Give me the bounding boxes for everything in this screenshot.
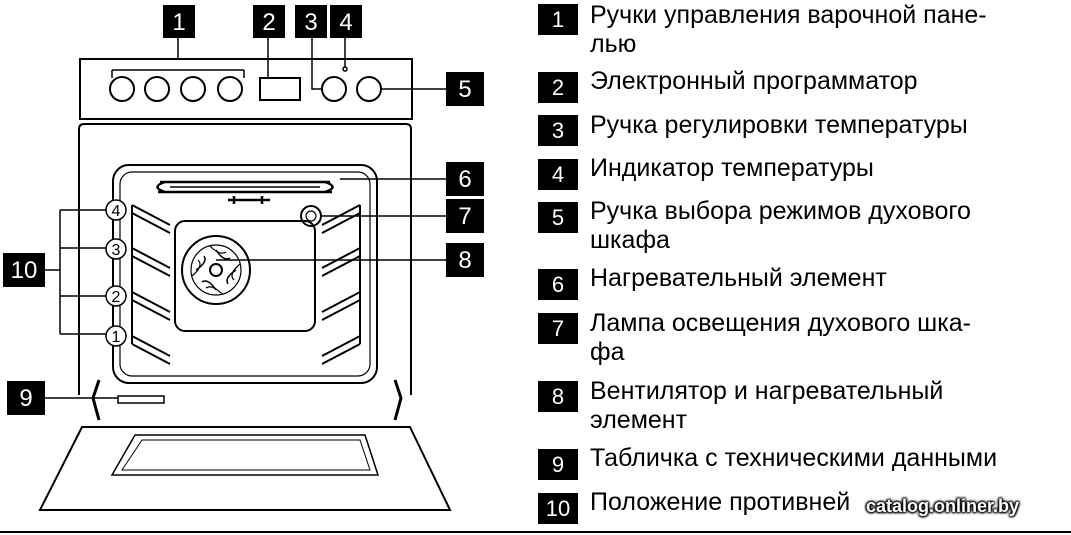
shelf-position-markers: 4 3 2 1	[105, 199, 127, 347]
legend-number: 5	[538, 202, 578, 233]
callout-2: 2	[253, 5, 285, 38]
mode-knob	[356, 76, 382, 102]
callout-1: 1	[163, 5, 195, 38]
bottom-rule	[0, 531, 1071, 533]
legend-number: 7	[538, 313, 578, 344]
legend-text: Ручка регулировки температуры	[590, 111, 968, 139]
callout-4: 4	[330, 5, 362, 38]
callout-5: 5	[446, 72, 484, 106]
shelf-position-1: 1	[105, 325, 127, 347]
hob-knob-1	[109, 76, 135, 102]
svg-text:2: 2	[262, 9, 275, 36]
legend-text: Нагревательный элемент	[590, 264, 887, 292]
legend-text: Табличка с техническими данными	[590, 444, 998, 472]
svg-text:1: 1	[172, 9, 185, 36]
legend: 1 Ручки управления варочной пане- лью 2 …	[538, 0, 1071, 524]
legend-number: 2	[538, 72, 578, 103]
right-shelf-rails	[321, 204, 361, 365]
programmer-display	[259, 77, 301, 101]
control-panel	[79, 58, 413, 120]
legend-text: Положение противней	[590, 488, 851, 516]
legend-number: 9	[538, 449, 578, 480]
legend-text: Ручки управления варочной пане- лью	[590, 1, 987, 58]
legend-text: Индикатор температуры	[590, 154, 874, 182]
svg-text:3: 3	[304, 9, 317, 36]
legend-text: Ручка выбора режимов духового шкафа	[590, 197, 971, 254]
shelf-position-3: 3	[105, 238, 127, 260]
shelf-position-4: 4	[105, 199, 127, 221]
fan-panel	[174, 220, 316, 332]
svg-text:10: 10	[11, 257, 38, 284]
legend-text: Вентилятор и нагревательный элемент	[590, 377, 944, 434]
fan	[181, 235, 251, 305]
svg-text:3: 3	[112, 242, 121, 259]
legend-number: 6	[538, 269, 578, 300]
legend-number: 10	[538, 493, 578, 524]
svg-text:7: 7	[458, 203, 471, 230]
legend-text: Электронный программатор	[590, 67, 918, 95]
legend-text: Лампа освещения духового шка- фа	[590, 309, 971, 366]
callout-10: 10	[3, 253, 45, 287]
callout-8: 8	[446, 243, 484, 277]
shelf-position-2: 2	[105, 285, 127, 307]
left-shelf-rails	[131, 204, 171, 365]
temperature-indicator	[342, 66, 348, 72]
hob-knob-3	[180, 76, 206, 102]
legend-number: 4	[538, 159, 578, 190]
svg-text:1: 1	[112, 329, 121, 346]
svg-text:4: 4	[339, 9, 352, 36]
oven-door	[38, 379, 452, 511]
svg-text:4: 4	[112, 203, 121, 220]
door-glass	[110, 434, 380, 476]
svg-text:8: 8	[458, 247, 471, 274]
oven-diagram: 4 3 2 1 1 2 3 4 5 6 7 8 9 10	[3, 5, 484, 511]
svg-text:2: 2	[112, 289, 121, 306]
svg-text:6: 6	[458, 166, 471, 193]
callout-6: 6	[446, 162, 484, 196]
watermark: catalog.onliner.by	[866, 496, 1020, 516]
temperature-knob	[321, 76, 347, 102]
top-heating-element	[156, 180, 334, 204]
callout-9: 9	[7, 381, 45, 415]
oven-cavity	[112, 164, 378, 384]
callout-3: 3	[295, 5, 327, 38]
svg-text:5: 5	[458, 76, 471, 103]
legend-number: 8	[538, 381, 578, 412]
leader-lines	[45, 38, 446, 399]
callout-7: 7	[446, 199, 484, 233]
svg-text:9: 9	[19, 385, 32, 412]
hob-knob-2	[144, 76, 170, 102]
oven-body	[78, 123, 412, 395]
legend-number: 3	[538, 115, 578, 146]
legend-number: 1	[538, 4, 578, 35]
hob-knob-4	[217, 76, 243, 102]
callout-boxes: 1 2 3 4 5 6 7 8 9 10	[3, 5, 484, 415]
